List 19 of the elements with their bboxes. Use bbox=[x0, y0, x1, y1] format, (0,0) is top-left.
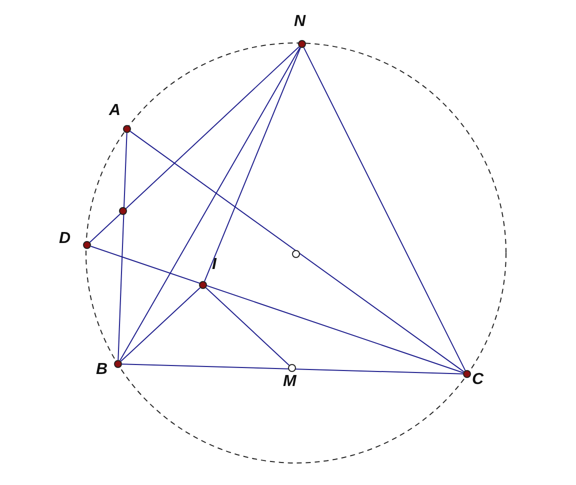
point-label: N bbox=[294, 13, 306, 31]
point-dot bbox=[119, 207, 127, 215]
line-segment bbox=[130, 130, 464, 372]
line-segment bbox=[205, 287, 290, 366]
line-segment bbox=[120, 46, 300, 362]
point-label: M bbox=[283, 373, 296, 391]
point-dot bbox=[292, 250, 300, 258]
line-segment bbox=[122, 364, 464, 374]
point-label: C bbox=[472, 371, 484, 389]
point-label: D bbox=[59, 230, 71, 248]
line-segment bbox=[204, 47, 301, 282]
line-segment bbox=[89, 46, 300, 243]
line-segment bbox=[120, 287, 201, 362]
point-label: B bbox=[96, 361, 108, 379]
point-label: I bbox=[212, 256, 216, 274]
line-segment bbox=[303, 47, 466, 371]
point-label: A bbox=[109, 102, 121, 120]
line-segment bbox=[118, 132, 128, 360]
line-segment bbox=[90, 246, 464, 374]
